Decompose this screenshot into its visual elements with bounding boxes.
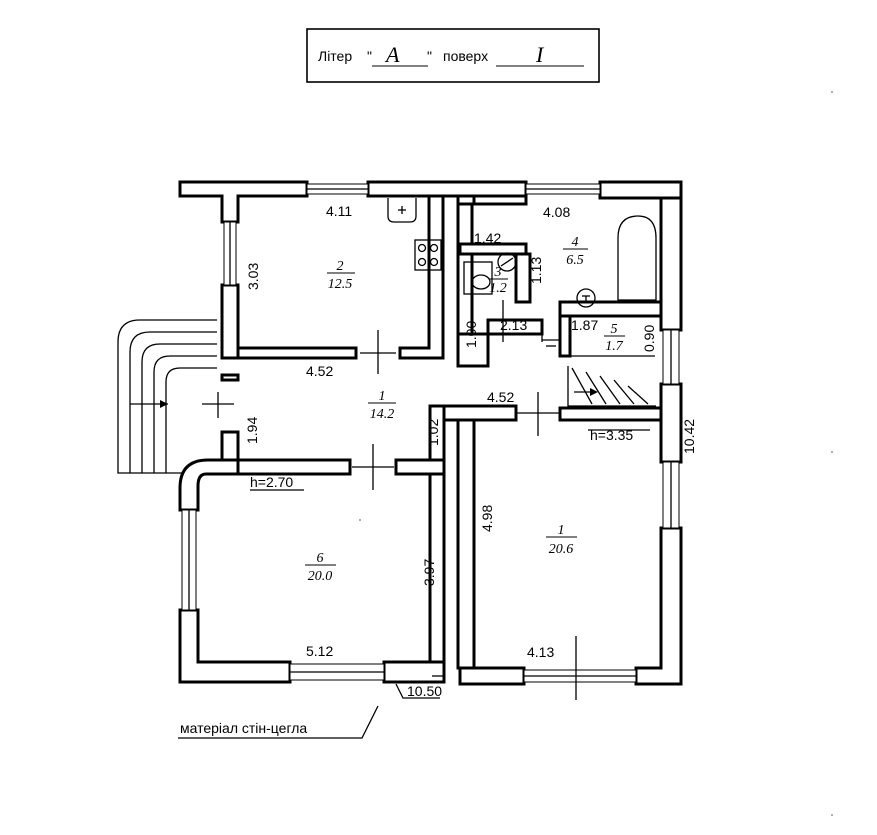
dim-10-50: 10.50 <box>407 683 442 699</box>
title-block: Літер " A " поверх I <box>306 28 600 83</box>
room-1-area: 14.2 <box>370 407 395 422</box>
door-openings <box>352 300 577 700</box>
dim-4-08: 4.08 <box>543 204 570 220</box>
liter-close-quote: " <box>427 48 432 64</box>
staircase <box>567 355 656 407</box>
dim-2-13: 2.13 <box>500 317 527 333</box>
room-1-number: 1 <box>379 389 386 404</box>
room-7-number: 1 <box>558 523 565 538</box>
liter-value: A <box>384 42 400 67</box>
dim-4-13: 4.13 <box>527 644 554 660</box>
dim-1-13: 1.13 <box>528 257 544 284</box>
room-3-area: 1.2 <box>489 281 507 296</box>
liter-label: Літер <box>318 48 352 64</box>
dim-1-42: 1.42 <box>474 230 501 246</box>
scan-specks <box>359 91 833 816</box>
dim-1-00: 1.00 <box>463 321 479 348</box>
fixtures <box>387 198 657 308</box>
windows <box>181 183 680 683</box>
room-2-number: 2 <box>337 259 344 274</box>
dim-1-94: 1.94 <box>244 417 260 444</box>
dim-0-90: 0.90 <box>641 325 657 352</box>
room-6-area: 20.0 <box>308 569 333 584</box>
dimension-labels: 4.11 3.03 4.08 1.42 1.13 2.13 1.87 0.90 … <box>244 203 697 699</box>
dim-h-3-35: h=3.35 <box>590 427 633 443</box>
porch-steps <box>117 319 234 474</box>
dim-4-11: 4.11 <box>326 203 352 219</box>
interior-walls <box>236 194 663 670</box>
dimension-lines <box>178 345 650 739</box>
room-7-area: 20.6 <box>549 542 574 557</box>
room-4-area: 6.5 <box>566 253 584 268</box>
room-5-number: 5 <box>611 322 618 337</box>
floor-value: I <box>535 42 545 67</box>
room-6-number: 6 <box>317 551 324 566</box>
liter-open-quote: " <box>367 48 372 64</box>
dim-h-2-70: h=2.70 <box>250 474 293 490</box>
dim-3-97: 3.97 <box>421 559 437 586</box>
room-4-number: 4 <box>572 235 579 250</box>
room-labels: 2 12.5 4 6.5 3 1.2 5 1.7 1 14.2 6 20.0 1… <box>305 235 625 584</box>
dim-4-98: 4.98 <box>479 505 495 532</box>
room-2-area: 12.5 <box>328 277 353 292</box>
dim-10-42: 10.42 <box>681 419 697 454</box>
dim-4-52-right: 4.52 <box>487 389 514 405</box>
dim-1-02: 1.02 <box>425 419 441 446</box>
dim-5-12: 5.12 <box>306 643 333 659</box>
material-note: матеріал стін-цегла <box>180 720 307 736</box>
room-3-number: 3 <box>494 265 502 280</box>
dim-4-52-hall: 4.52 <box>306 363 333 379</box>
dim-1-87: 1.87 <box>571 317 598 333</box>
room-5-area: 1.7 <box>605 339 624 354</box>
floor-label: поверх <box>443 48 488 64</box>
dim-3-03: 3.03 <box>245 263 261 290</box>
